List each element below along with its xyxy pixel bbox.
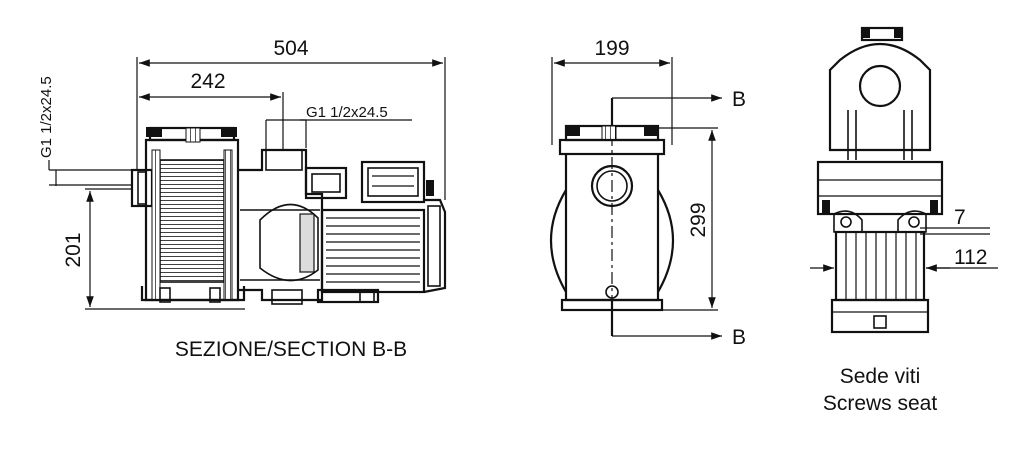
dim-112-label: 112 [954, 246, 987, 269]
dim-7: 7 [920, 206, 990, 235]
outlet-thread-callout: G1 1/2x24.5 [265, 104, 412, 150]
dim-242: 242 [139, 70, 284, 150]
pump-side-body [130, 126, 447, 305]
front-view: 199 299 B B [550, 37, 746, 349]
dim-242-label: 242 [190, 70, 225, 93]
dim-201-label: 201 [62, 232, 85, 267]
dim-199: 199 [551, 37, 673, 145]
motor-fins-vertical [845, 232, 917, 300]
inlet-thread-callout: G1 1/2x24.5 [38, 76, 132, 186]
outlet-thread-label: G1 1/2x24.5 [306, 104, 388, 121]
section-marker-top: B [732, 88, 746, 111]
pump-front-body [550, 124, 674, 312]
dim-112: 112 [810, 246, 998, 272]
dim-299-label: 299 [687, 202, 710, 237]
motor-fins [326, 217, 420, 283]
screw-view: 7 112 Sede viti Screws seat [810, 26, 998, 415]
screw-caption-italian: Sede viti [840, 365, 921, 388]
dim-504-label: 504 [273, 37, 308, 60]
section-caption: SEZIONE/SECTION B-B [175, 338, 407, 361]
dim-299: 299 [656, 127, 718, 311]
dim-504: 504 [136, 37, 446, 200]
dim-201: 201 [62, 188, 245, 310]
dim-199-label: 199 [594, 37, 629, 60]
screw-caption-english: Screws seat [823, 392, 938, 415]
side-view: 504 242 G1 1/2x24.5 G1 1/2x24.5 [38, 37, 447, 361]
inlet-thread-label: G1 1/2x24.5 [38, 76, 55, 158]
pump-top-body [816, 26, 944, 334]
dim-7-label: 7 [954, 206, 966, 229]
section-marker-bottom: B [732, 326, 746, 349]
